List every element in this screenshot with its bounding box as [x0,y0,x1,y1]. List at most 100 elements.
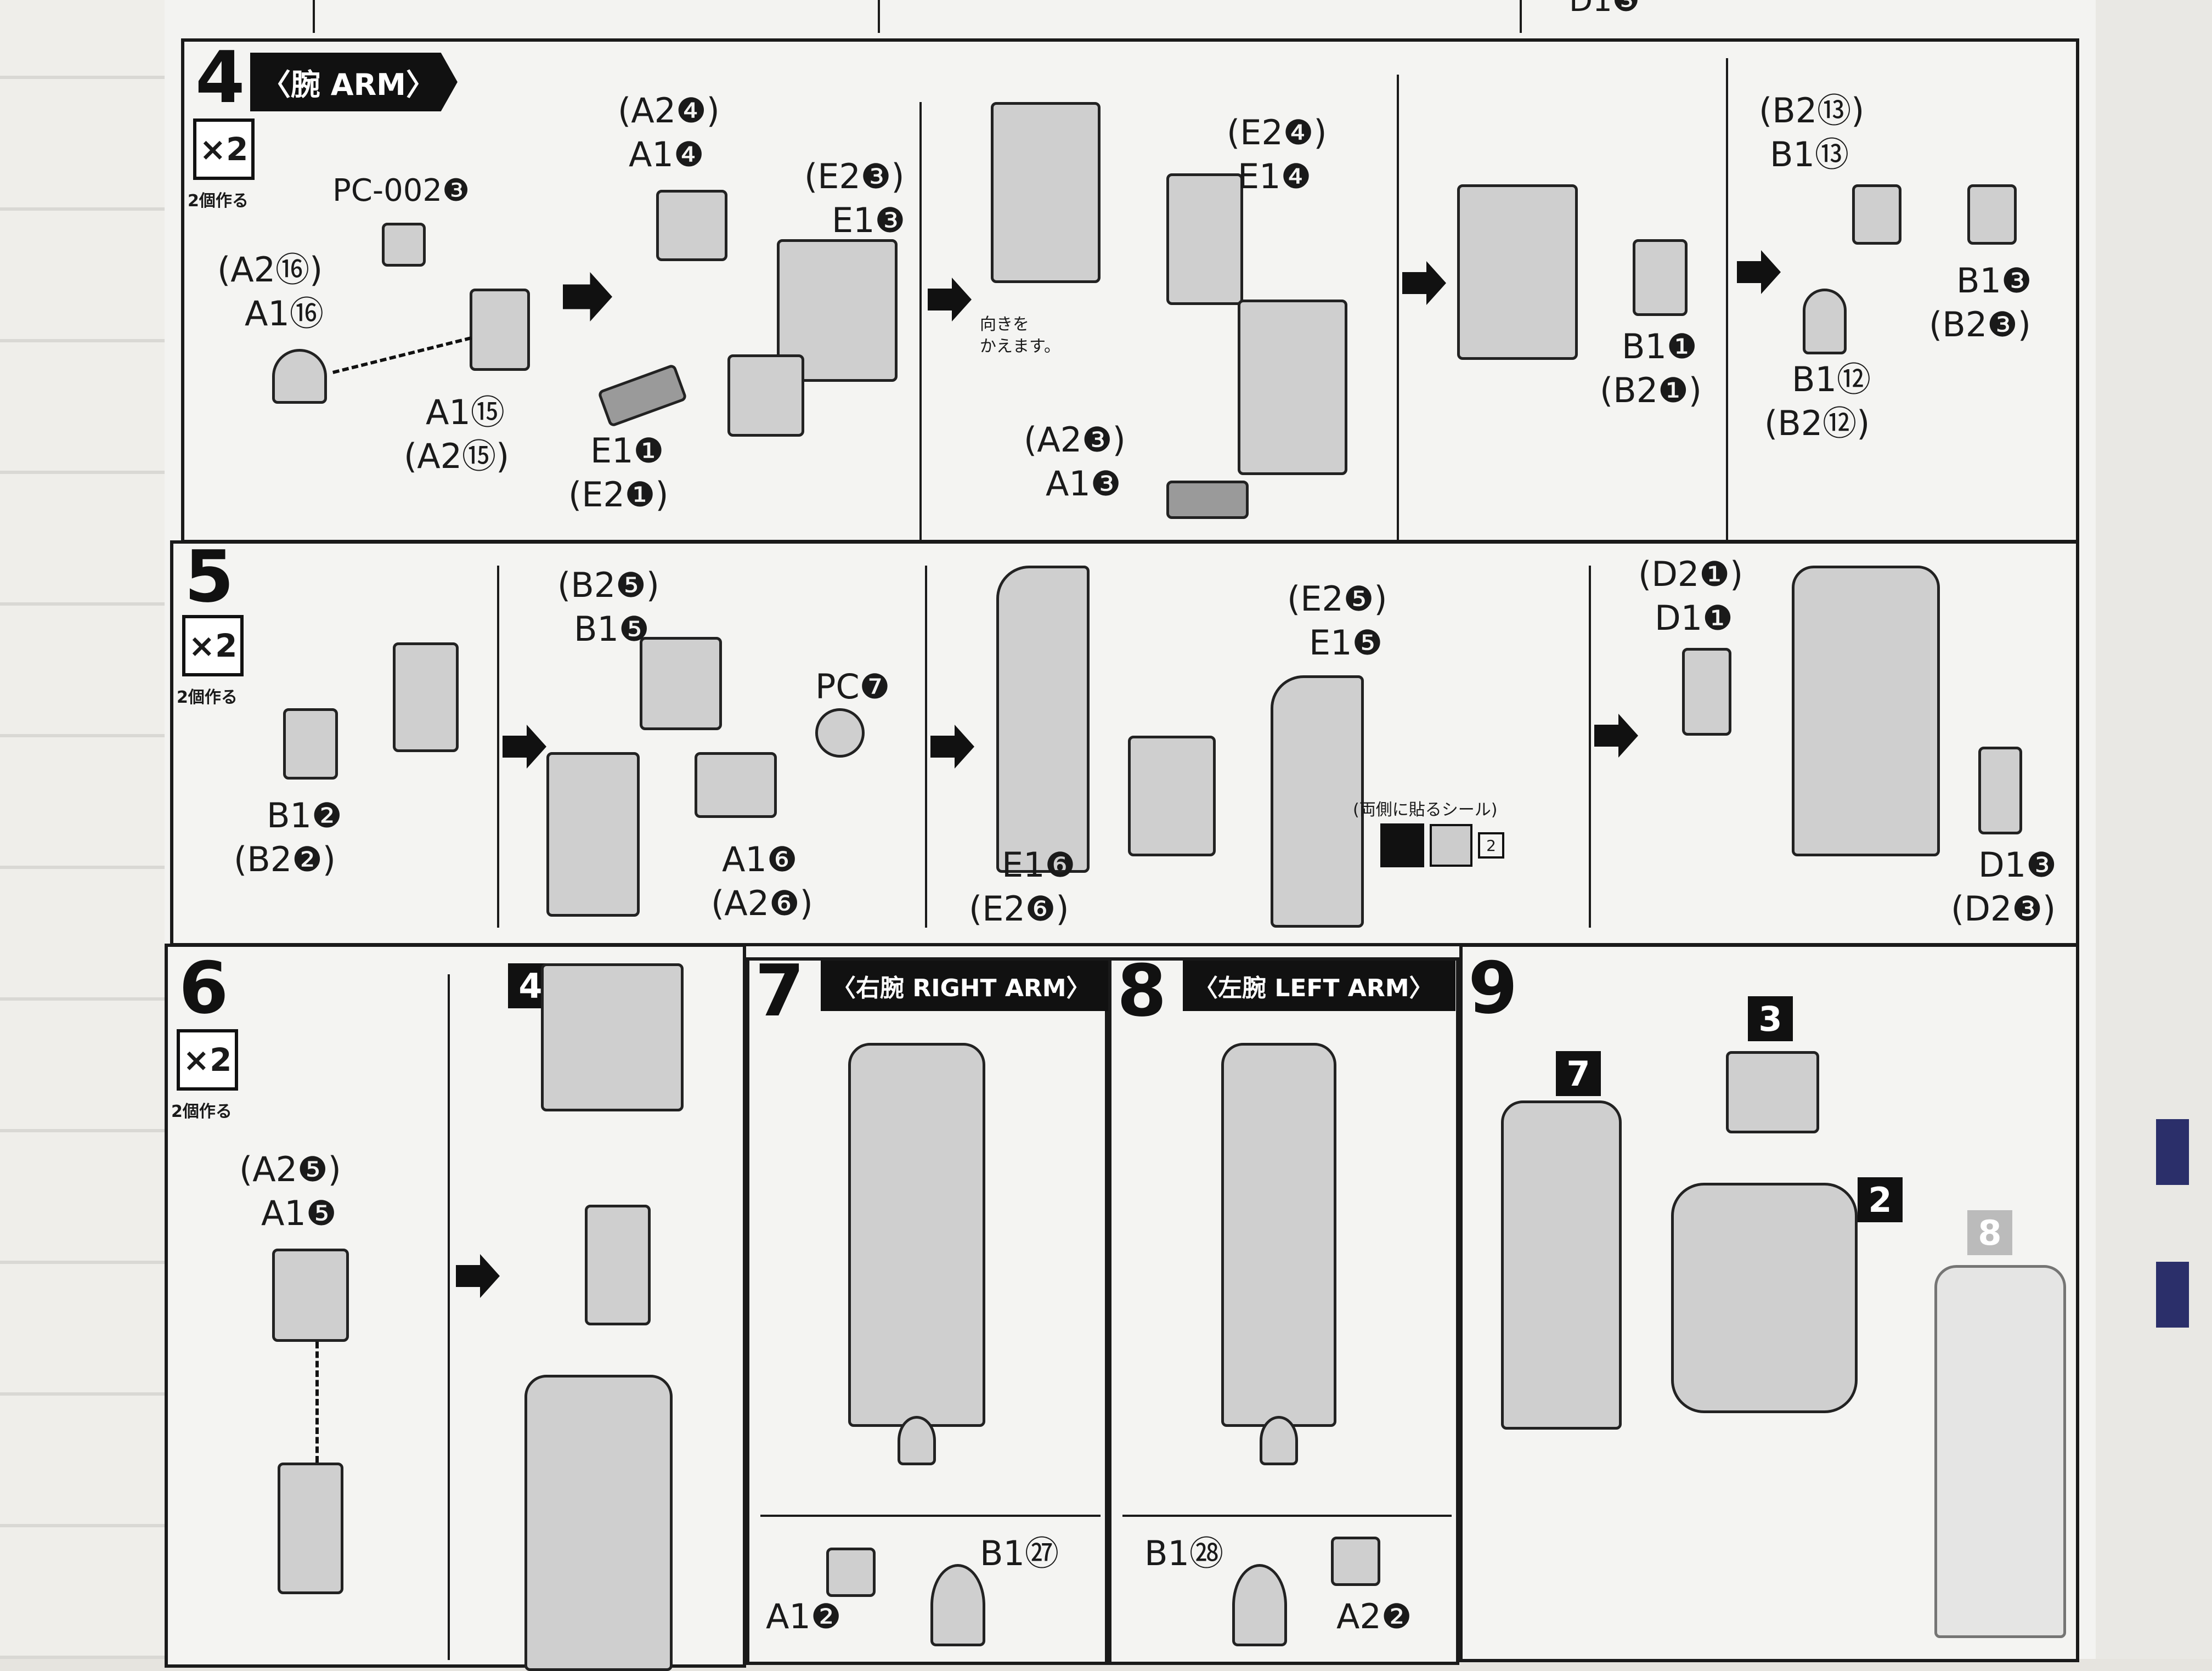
joint-part [272,1249,349,1342]
step-7-panel: 7 〈右腕 RIGHT ARM〉 B1㉗ A1❷ [746,949,1113,1665]
next-step-arrow [563,272,612,321]
sub-divider [919,102,922,541]
joint-part [727,354,804,437]
small-panel [1682,648,1731,736]
panel-part [597,363,688,428]
adjacent-page [2096,0,2212,1659]
part-label: (B2⑬) [1759,91,1865,131]
part-label: PC❼ [815,667,890,707]
next-step-arrow [456,1254,500,1298]
multiplier-badge: ×2 [177,1029,238,1091]
part-label: B1㉘ [1144,1533,1223,1573]
part-label: B1⑫ [1792,359,1871,399]
part-label: (B2❸) [1929,304,2031,345]
part-label: B1㉗ [980,1533,1059,1573]
joint-part [585,1205,651,1325]
next-step-arrow [928,278,972,321]
step-5-panel: 5 ×2 2個作る B1❷ (B2❷) (B2❺) B1❺ PC❼ A1❻ (A… [170,540,2079,946]
polycap-ball [815,708,865,758]
part-label: E1❶ [590,431,664,471]
step-number: 7 [755,949,805,1032]
step-8-panel: 8 〈左腕 LEFT ARM〉 B1㉘ A2❷ [1108,949,1459,1665]
part-label: (A2⑮) [404,436,510,476]
part-label: (A2❸) [1024,420,1126,460]
part-label: (E2❸) [804,156,905,196]
part-label: A1❺ [261,1193,337,1233]
part-label: (A2❻) [711,883,813,923]
part-label: D1❸ [1978,845,2057,885]
step-reference: 2 [1858,1177,1903,1222]
part-label: (B2⑫) [1764,403,1870,443]
hand-part [1331,1537,1380,1586]
multiplier-badge: ×2 [193,118,255,180]
forearm-part [278,1463,343,1594]
forearm-assembly [524,1375,673,1671]
note-text: 向きを [980,315,1029,334]
assembly-arrow [315,1342,319,1463]
part-label: (E2❺) [1287,579,1387,619]
top-divider [313,0,315,33]
forearm-inner [1128,736,1216,856]
adjacent-page-color-chip [2156,1119,2189,1185]
part-label: (A2❹) [618,91,720,131]
part-label: A1❹ [629,134,704,174]
note-text: かえます。 [980,337,1060,356]
top-divider [1520,0,1522,33]
left-arm-assembly-ghost [1934,1265,2066,1638]
forearm-preview [546,752,640,917]
instruction-manual-page: D1❸ 4 〈腕 ARM〉 ×2 2個作る PC-002❸ (A2⑯) A1⑯ … [165,0,2096,1671]
part-label: A1⑮ [426,392,505,432]
adjacent-page-color-chip [2156,1262,2189,1328]
part-label: A1❷ [766,1596,842,1636]
small-part [1967,184,2017,245]
part-label: (E2❹) [1227,112,1327,153]
ball-joint-part [1803,289,1847,354]
step-number: 8 [1117,949,1167,1032]
step-number: 5 [184,535,234,618]
assembly-arrow [332,336,472,374]
part-label: A1❸ [1046,464,1121,504]
step-4-panel: 4 〈腕 ARM〉 ×2 2個作る PC-002❸ (A2⑯) A1⑯ A1⑮ … [181,38,2079,543]
forearm-assembly [1792,566,1940,856]
arm-cover-part [1166,173,1243,305]
step-9-panel: 9 7 3 2 8 [1459,944,2079,1662]
step-reference: 7 [1556,1051,1601,1096]
step-title: 〈右腕 RIGHT ARM〉 [821,961,1113,1011]
step-number: 9 [1468,946,1518,1030]
step-title: 〈腕 ARM〉 [250,53,458,111]
step-number: 6 [179,946,229,1030]
part-label: A1❻ [722,839,798,879]
sub-divider [760,1515,1101,1517]
make-two-note: 2個作る [171,1102,232,1121]
part-label: (E2❶) [568,475,669,515]
part-label: E1❺ [1309,623,1383,663]
part-label: B1⑬ [1770,134,1849,174]
bracket-part [656,190,727,261]
sticker-diagram: 2 [1380,823,1504,867]
make-two-note: 2個作る [188,191,249,211]
next-step-arrow [1737,250,1781,294]
joint-part [393,642,459,752]
sticker-number: 2 [1478,832,1504,859]
part-label: E1❹ [1238,156,1312,196]
sub-divider [1589,566,1591,928]
part-label: D1❶ [1655,598,1733,638]
sticker-note: (両側に貼るシール) [1353,800,1498,820]
part-label: B1❸ [1956,261,2032,301]
joint-part [470,289,530,371]
spacer [557,42,560,272]
torso-assembly [1671,1183,1858,1413]
part-label: B1❷ [267,795,342,836]
step-number: 4 [195,36,245,119]
step-reference: 8 [1967,1210,2012,1255]
step-6-panel: 6 ×2 2個作る (A2❺) A1❺ 4 [165,944,746,1671]
part-label: (D2❸) [1951,889,2056,929]
sub-divider [1726,58,1728,541]
arm-assembly [991,102,1101,283]
part-label: (B2❺) [557,565,659,605]
polycap-part [382,223,426,267]
next-step-arrow [503,725,546,769]
part-label: A1⑯ [245,293,324,334]
hinge-part [1166,481,1249,519]
step-title: 〈左腕 LEFT ARM〉 [1183,961,1455,1011]
